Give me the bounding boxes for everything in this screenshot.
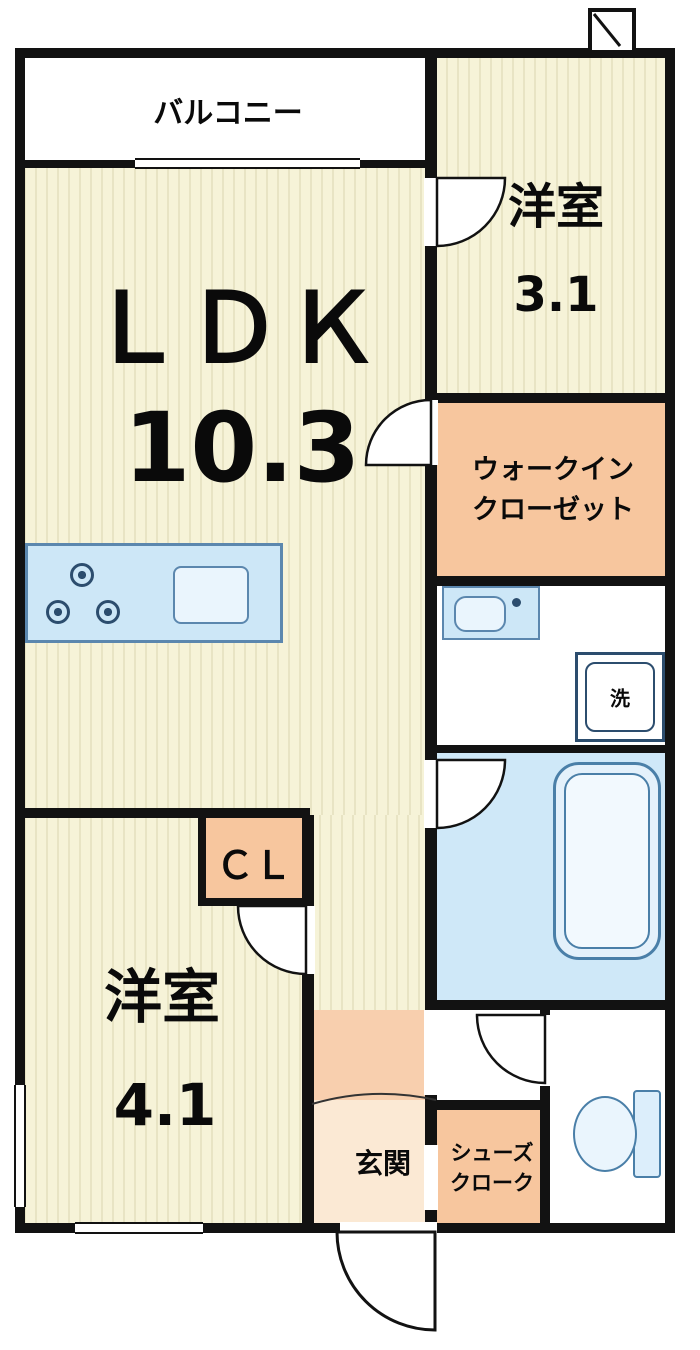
room-3-1-size-label: 3.1 bbox=[513, 267, 599, 323]
wall-segment bbox=[360, 160, 437, 168]
wall-segment bbox=[198, 898, 310, 906]
bathtub-inner-icon bbox=[564, 773, 650, 949]
balcony-label: バルコニー bbox=[153, 96, 303, 131]
door-opening bbox=[424, 1010, 438, 1095]
kitchen-sink-icon bbox=[173, 566, 249, 624]
hallway-step bbox=[310, 1010, 437, 1105]
wall-segment bbox=[430, 1100, 550, 1110]
room-4-1-name-label: 洋室 bbox=[103, 963, 221, 1031]
door-opening bbox=[424, 760, 438, 828]
wall-segment bbox=[540, 1086, 550, 1226]
wall-segment bbox=[302, 974, 314, 1223]
wall-segment bbox=[540, 1008, 550, 1018]
ldk-size-label: 10.3 bbox=[123, 392, 361, 504]
entrance-door-opening bbox=[340, 1222, 437, 1235]
wall-segment bbox=[430, 576, 675, 586]
wall-segment bbox=[198, 818, 206, 906]
window bbox=[135, 158, 360, 169]
stove-burner-icon bbox=[70, 563, 94, 587]
door-opening bbox=[424, 400, 438, 465]
shoe-closet-label-line2: クローク bbox=[450, 1171, 534, 1195]
vent-duct-icon bbox=[588, 8, 636, 54]
door-opening bbox=[301, 906, 315, 974]
door-opening bbox=[539, 1015, 551, 1083]
walk-in-closet-label-line2: クローゼット bbox=[472, 494, 634, 526]
wall-segment bbox=[425, 828, 437, 1010]
washing-machine-drum-icon bbox=[585, 662, 655, 732]
wall-segment bbox=[430, 745, 675, 753]
toilet-tank-icon bbox=[633, 1090, 661, 1178]
washing-machine-icon: 洗 bbox=[575, 652, 665, 742]
closet-cl bbox=[198, 818, 310, 906]
ldk-room bbox=[15, 163, 437, 818]
wall-segment bbox=[665, 48, 675, 1233]
bathtub-icon bbox=[553, 762, 661, 960]
toilet-vestibule bbox=[437, 1005, 547, 1110]
wall-segment bbox=[430, 393, 675, 403]
wall-segment bbox=[425, 48, 437, 178]
ldk-name-label: ＬＤＫ bbox=[88, 272, 382, 385]
shoe-closet-area bbox=[437, 1105, 547, 1233]
wall-segment bbox=[302, 815, 314, 906]
genkan-label: 玄関 bbox=[354, 1147, 412, 1180]
stove-burner-icon bbox=[46, 600, 70, 624]
window bbox=[75, 1222, 203, 1234]
vanity-basin-icon bbox=[454, 596, 506, 632]
toilet-bowl-icon bbox=[573, 1096, 637, 1172]
walk-in-closet-label-line1: ウォークイン bbox=[472, 454, 634, 486]
shoe-closet-label-line1: シューズ bbox=[450, 1141, 534, 1165]
room-4-1-size-label: 4.1 bbox=[113, 1071, 217, 1139]
stove-burner-icon bbox=[96, 600, 120, 624]
washing-machine-label: 洗 bbox=[610, 686, 630, 711]
door-opening bbox=[424, 1145, 438, 1210]
wall-segment bbox=[425, 1000, 675, 1010]
hallway-corridor bbox=[310, 815, 437, 1015]
wall-segment bbox=[15, 48, 25, 1233]
walk-in-closet bbox=[437, 395, 675, 585]
balcony-area bbox=[15, 48, 437, 170]
closet-cl-label: ＣＬ bbox=[215, 843, 293, 888]
wall-segment bbox=[425, 246, 437, 400]
entrance-door-arc-icon bbox=[335, 1230, 437, 1332]
door-opening bbox=[424, 178, 438, 246]
room-3-1-name-label: 洋室 bbox=[507, 179, 605, 235]
wall-segment bbox=[15, 808, 310, 818]
faucet-icon bbox=[512, 598, 521, 607]
wall-segment bbox=[15, 48, 675, 58]
window bbox=[14, 1085, 26, 1207]
genkan-entrance bbox=[310, 1100, 437, 1233]
wall-segment bbox=[15, 160, 135, 168]
wall-segment bbox=[425, 465, 437, 760]
